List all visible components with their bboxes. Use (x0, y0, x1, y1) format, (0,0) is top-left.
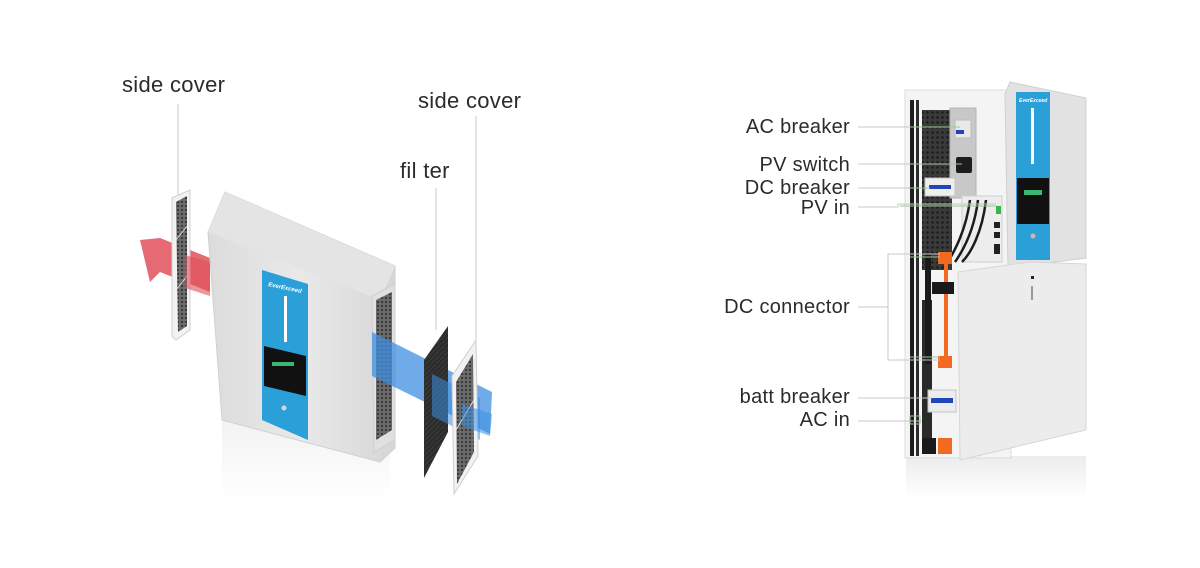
ac-in-marker (909, 415, 921, 425)
battery-connector (938, 438, 952, 454)
dc-connector-orange-cable (942, 255, 950, 365)
cabinet-power-button (1030, 233, 1036, 239)
cabinet-display-readout (1024, 190, 1042, 195)
label-side-cover-left: side cover (122, 72, 226, 97)
cabinet-brand-logo: EverExceed (1019, 98, 1048, 104)
cable-clamp (932, 282, 954, 294)
ac-breaker (954, 119, 972, 139)
display-readout (272, 362, 294, 366)
leader-pv-in (858, 203, 996, 208)
label-dc-connector: DC connector (724, 296, 850, 318)
cabinet-base-reflection (906, 456, 1086, 498)
dc-connector-bottom (938, 356, 952, 368)
cabinet-led-bar (1031, 108, 1034, 164)
dc-breaker-toggles (929, 185, 951, 189)
label-pv-switch: PV switch (759, 154, 850, 176)
pv-terminal (996, 206, 1001, 214)
dc-connector-black-cable (925, 254, 931, 364)
cable-vertical-1 (910, 100, 914, 456)
inverter-display (264, 346, 306, 396)
pv-switch (956, 157, 972, 173)
inverter-top-face (208, 192, 395, 300)
label-batt-breaker: batt breaker (739, 386, 850, 408)
inverter-power-button (281, 405, 287, 411)
pv-cable-3 (961, 199, 988, 263)
label-ac-breaker: AC breaker (745, 116, 850, 138)
label-dc-breaker: DC breaker (744, 177, 850, 199)
ac-breaker-toggle (956, 130, 964, 134)
cable-vertical-2 (916, 100, 919, 456)
air-inlet-arrow-front (185, 255, 210, 296)
air-outlet-arrow-tip (462, 404, 492, 436)
cabinet-back-perforation-lower (922, 300, 932, 450)
side-cover-left (171, 189, 191, 341)
batt-breaker-toggles (931, 398, 953, 403)
pv-cable-2 (953, 199, 980, 263)
cabinet-internal-view: EverExceed (858, 81, 1087, 498)
label-filter: fil ter (400, 158, 450, 183)
inverter-led-bar (284, 296, 287, 342)
battery-module-front (957, 261, 1087, 461)
battery-label (1031, 286, 1033, 300)
usb-port (994, 244, 1000, 254)
label-side-cover-right: side cover (418, 88, 522, 113)
label-ac-in: AC in (799, 409, 850, 431)
ac-in-connector (922, 438, 936, 454)
rj45-port-2 (994, 232, 1000, 238)
battery-indicator (1031, 276, 1034, 279)
rj45-port-1 (994, 222, 1000, 228)
dc-connector-top (938, 252, 952, 264)
label-pv-in: PV in (800, 197, 850, 219)
cabinet-display (1017, 178, 1049, 224)
inverter-exploded-view: EverExceed (140, 104, 492, 500)
